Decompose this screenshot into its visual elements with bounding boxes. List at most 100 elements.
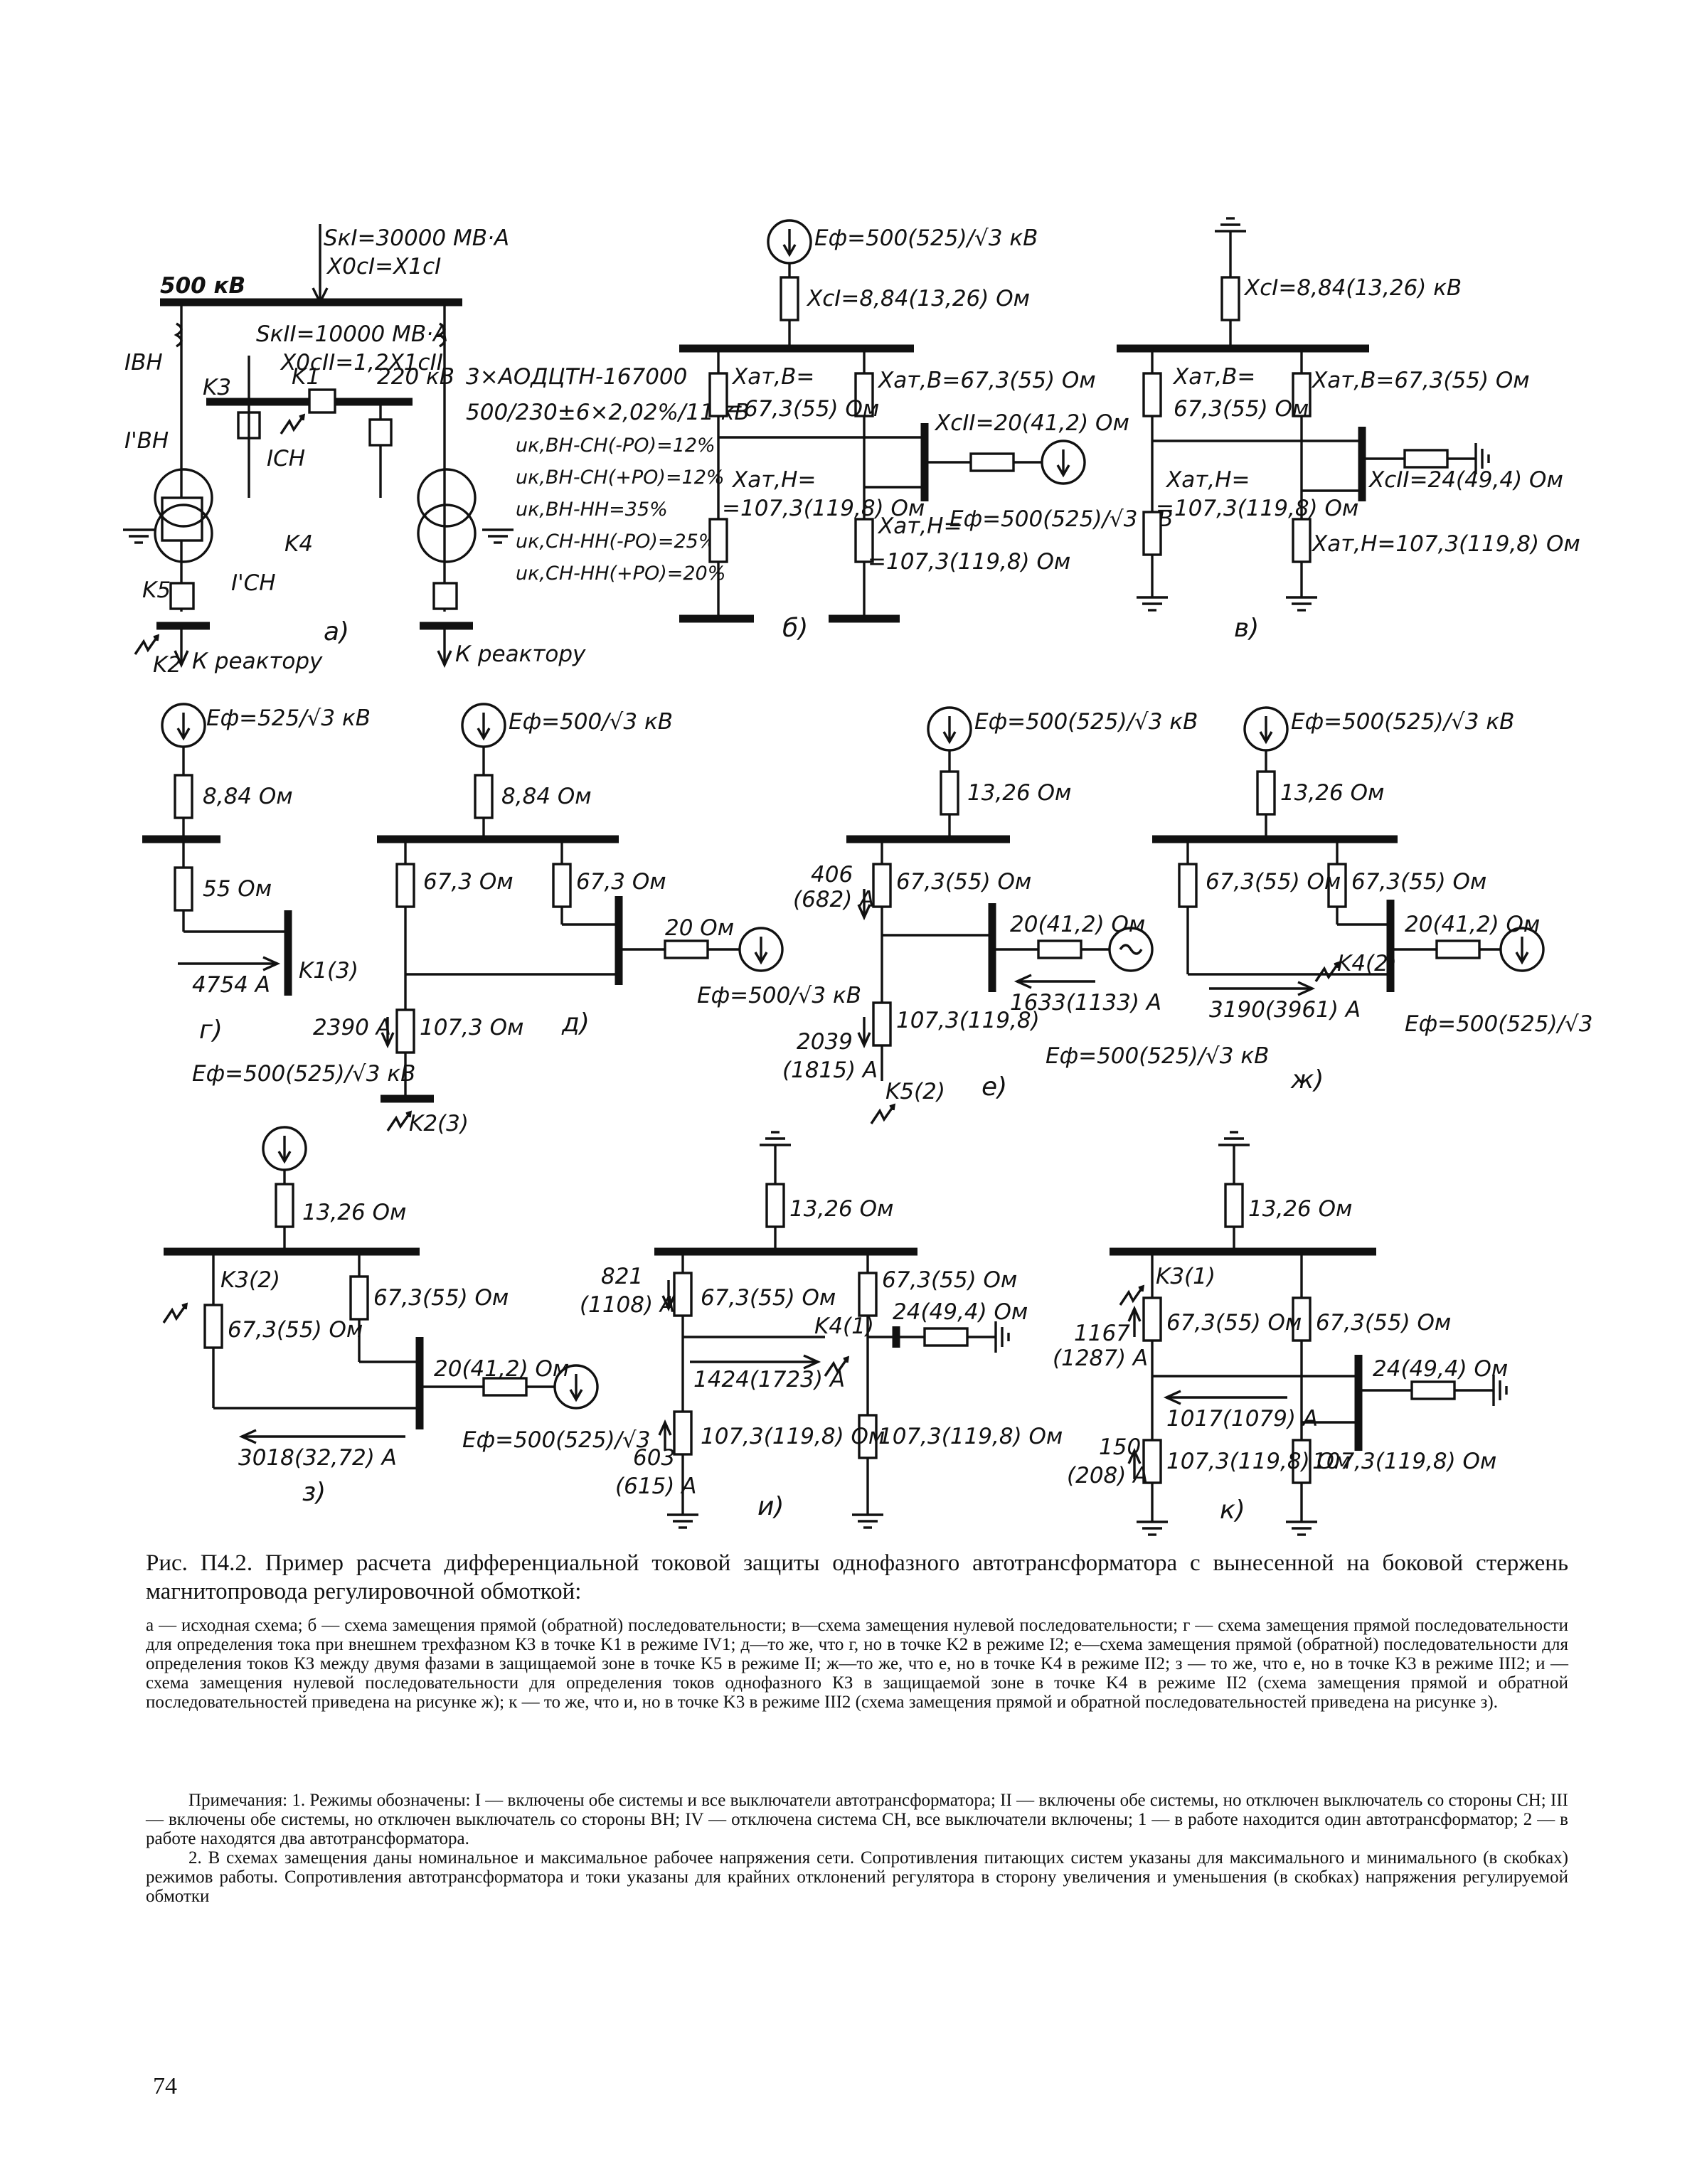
z-i: 3018(32,72) А: [238, 1445, 397, 1471]
e-k: K5(2): [885, 1079, 945, 1104]
diagram-e: Eф=500(525)/√3 кВ 13,26 Ом 406 (682) А 6…: [782, 706, 1269, 1125]
d-r4: 20 Ом: [665, 915, 734, 941]
e-r4: 107,3(119,8): [896, 1008, 1040, 1033]
g-r2: 55 Ом: [203, 876, 272, 902]
a-rating: 500/230±6×2,02%/11 кВ: [466, 400, 750, 425]
g-letter: г): [199, 1016, 223, 1045]
d-r3: 67,3 Ом: [576, 869, 666, 895]
a-ibh: IВН: [124, 350, 163, 375]
k-k: K3(1): [1156, 1264, 1215, 1289]
z-ef: Eф=500(525)/√3: [462, 1427, 651, 1453]
e-i3: 2039: [797, 1029, 853, 1055]
figure-caption: Рис. П4.2. Пример расчета дифференциальн…: [146, 1550, 1568, 1604]
k-i3: 150: [1099, 1434, 1141, 1460]
d-ef: Eф=500/√3 кВ: [509, 709, 673, 735]
zh-r1: 13,26 Ом: [1280, 780, 1384, 806]
z-r3: 67,3(55) Ом: [373, 1285, 509, 1311]
a-ich: IСН: [267, 446, 305, 472]
b-xcII: XcII=20(41,2) Ом: [934, 410, 1129, 436]
i-r2: 67,3(55) Ом: [701, 1285, 836, 1311]
a-u2: uк,ВН-СН(+РО)=12%: [516, 467, 725, 489]
a-u1: uк,ВН-СН(-РО)=12%: [516, 435, 715, 457]
g-i: 4754 А: [192, 972, 270, 998]
a-sk1: SкI=30000 МВ·А: [324, 225, 509, 251]
e-i3b: (1815) А: [782, 1058, 878, 1083]
a-k2: K2: [153, 652, 181, 678]
i-r3: 67,3(55) Ом: [882, 1267, 1017, 1293]
e-r3: 20(41,2) Ом: [1010, 912, 1145, 937]
diagram-v: XcI=8,84(13,26) кВ Xат,В= 67,3(55) Ом Xа…: [1117, 217, 1580, 643]
a-bus220: 220 кВ: [377, 364, 454, 390]
figure-notes: Примечания: 1. Режимы обозначены: I — вк…: [146, 1791, 1568, 1906]
a-ich2: I'СН: [231, 570, 276, 596]
diagram-a: SкI=30000 МВ·А X0cI=X1cI 500 кВ SкII=100…: [122, 224, 750, 678]
z-k: K3(2): [220, 1267, 280, 1293]
page-number: 74: [153, 2073, 177, 2099]
v-letter: в): [1234, 614, 1259, 643]
k-i2: 1017(1079) А: [1166, 1406, 1318, 1432]
k-r3: 67,3(55) Ом: [1316, 1310, 1451, 1336]
a-reactor1: К реактору: [192, 649, 323, 674]
a-k4: K4: [284, 531, 313, 557]
i-letter: и): [757, 1492, 784, 1521]
e-r1: 13,26 Ом: [967, 780, 1071, 806]
e-ef: Eф=500(525)/√3 кВ: [974, 709, 1198, 735]
v-xatv-r: Xат,В=67,3(55) Ом: [1311, 368, 1530, 393]
e-r2: 67,3(55) Ом: [896, 869, 1031, 895]
diagram-d: Eф=500/√3 кВ 8,84 Ом 67,3 Ом 67,3 Ом 20 …: [192, 703, 861, 1136]
d-ef3: Eф=500(525)/√3 кВ: [192, 1061, 415, 1087]
zh-i: 3190(3961) А: [1209, 997, 1361, 1023]
a-k5: K5: [142, 577, 171, 603]
k-i1b: (1287) А: [1053, 1346, 1148, 1371]
note-2: 2. В схемах замещения даны номинальное и…: [146, 1848, 1568, 1906]
zh-letter: ж): [1290, 1065, 1324, 1094]
g-ef: Eф=525/√3 кВ: [206, 705, 371, 731]
i-i3b: (615) А: [615, 1474, 696, 1499]
z-r1: 13,26 Ом: [302, 1200, 406, 1225]
v-xc: XcI=8,84(13,26) кВ: [1243, 275, 1462, 301]
k-r5: 107,3(119,8) Ом: [1166, 1449, 1351, 1474]
d-k: K2(3): [409, 1111, 469, 1136]
d-i: 2390 А: [313, 1015, 391, 1040]
z-letter: з): [302, 1478, 326, 1507]
v-xcII: XcII=24(49,4) Ом: [1368, 467, 1563, 493]
a-bus500: 500 кВ: [160, 273, 245, 299]
k-letter: к): [1220, 1496, 1245, 1525]
k-r1: 13,26 Ом: [1248, 1196, 1352, 1222]
zh-r3: 67,3(55) Ом: [1351, 869, 1486, 895]
b-xatv-l2: =67,3(55) Ом: [725, 396, 879, 422]
zh-r2: 67,3(55) Ом: [1206, 869, 1341, 895]
a-x0s2: X0cII=1,2X1cII: [280, 350, 443, 375]
diagram-k: 13,26 Ом K3(1) 1167 (1287) А 67,3(55) Ом…: [1053, 1131, 1508, 1536]
i-k: K4(1): [814, 1314, 874, 1339]
note-1: Примечания: 1. Режимы обозначены: I — вк…: [146, 1791, 1568, 1848]
v-xatv-l: Xат,В=: [1172, 364, 1255, 390]
d-r2: 67,3 Ом: [423, 869, 514, 895]
e-i2: 1633(1133) А: [1010, 990, 1161, 1016]
i-i1: 821: [601, 1264, 643, 1289]
k-r2: 67,3(55) Ом: [1166, 1310, 1302, 1336]
zh-ef: Eф=500(525)/√3 кВ: [1291, 709, 1514, 735]
d-letter: д): [561, 1008, 590, 1038]
b-xatv-r: Xат,В=67,3(55) Ом: [877, 368, 1096, 393]
z-r4: 20(41,2) Ом: [434, 1356, 569, 1382]
diagram-g: Eф=525/√3 кВ 8,84 Ом 55 Ом 4754 А K1(3) …: [142, 703, 371, 1045]
b-xath-l: Xат,Н=: [731, 467, 816, 493]
d-r1: 8,84 Ом: [501, 784, 592, 809]
d-ef2: Eф=500/√3 кВ: [697, 983, 861, 1008]
i-r4: 24(49,4) Ом: [893, 1299, 1028, 1325]
a-u5: uк,СН-НН(+РО)=20%: [516, 563, 725, 585]
a-letter: а): [324, 617, 349, 646]
k-r6: 107,3(119,8) Ом: [1312, 1449, 1496, 1474]
b-ef: Eф=500(525)/√3 кВ: [814, 225, 1038, 251]
v-xath-l2: =107,3(119,8) Ом: [1156, 496, 1358, 521]
a-u4: uк,СН-НН(-РО)=25%: [516, 531, 717, 553]
a-k1: K1: [292, 364, 320, 390]
v-xath-r: Xат,Н=107,3(119,8) Ом: [1311, 531, 1580, 557]
a-type: 3×АОДЦТН-167000: [466, 364, 687, 390]
i-r1: 13,26 Ом: [789, 1196, 893, 1222]
i-r6: 107,3(119,8) Ом: [878, 1424, 1063, 1449]
diagram-zh: Eф=500(525)/√3 кВ 13,26 Ом 67,3(55) Ом 6…: [1152, 706, 1593, 1094]
zh-ef2: Eф=500(525)/√3: [1405, 1011, 1593, 1037]
b-xath-r: Xат,Н=: [877, 513, 962, 539]
